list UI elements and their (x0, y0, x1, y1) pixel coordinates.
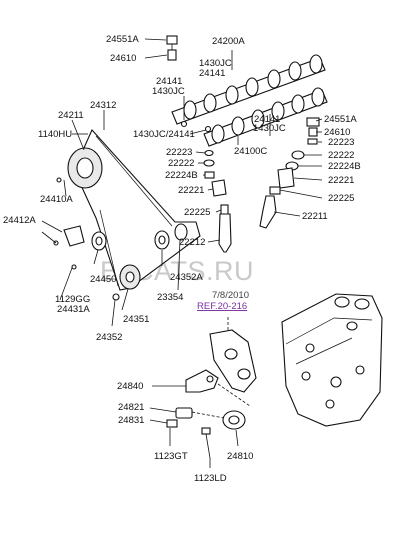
label-24810: 24810 (227, 451, 253, 462)
camshaft-intake (171, 54, 326, 125)
valve-parts-left (203, 149, 232, 253)
label-24610-top: 24610 (110, 53, 136, 64)
label-1430JC-a: 1430JC (199, 58, 232, 69)
leader-lines (41, 38, 323, 468)
label-22221-b: 22221 (328, 175, 354, 186)
tensioner-lever-24840 (185, 369, 219, 393)
label-1123LD: 1123LD (194, 473, 227, 484)
label-24410A: 24410A (40, 194, 73, 205)
label-1430JC-24141: 1430JC/24141 (133, 129, 195, 140)
label-1430JC-b: 1430JC (152, 86, 185, 97)
spacer-24821 (175, 407, 193, 419)
label-24351: 24351 (123, 314, 149, 325)
label-24200A: 24200A (212, 36, 245, 47)
assembly-line (217, 383, 251, 407)
label-24100C: 24100C (234, 146, 267, 157)
label-1430JC-c: 1430JC (253, 123, 286, 134)
cam-sprocket (67, 147, 103, 189)
engine-block (281, 293, 383, 427)
bolt-icon (71, 264, 77, 270)
label-1129GG: 1129GG (55, 294, 90, 305)
idler-pulley-24450 (91, 231, 107, 251)
label-24831: 24831 (118, 415, 144, 426)
label-24312: 24312 (90, 100, 116, 111)
idler-pulley-24352A (154, 230, 170, 250)
label-24412A: 24412A (3, 215, 36, 226)
label-23354: 23354 (157, 292, 183, 303)
bolt-1123LD (201, 427, 211, 459)
label-22222-b: 22222 (328, 150, 354, 161)
label-22211: 22211 (302, 211, 328, 222)
label-24450: 24450 (90, 274, 116, 285)
label-22224B-a: 22224B (165, 170, 198, 181)
label-22224B-b: 22224B (328, 161, 361, 172)
label-24840: 24840 (117, 381, 143, 392)
label-24352A: 24352A (170, 272, 203, 283)
date-stamp: 7/8/2010 (212, 290, 249, 301)
label-22223-b: 22223 (328, 137, 354, 148)
label-22223-a: 22223 (166, 147, 192, 158)
bolt-icon (204, 125, 212, 133)
label-24821: 24821 (118, 402, 144, 413)
label-24141-c: 24141 (254, 114, 280, 125)
tensioner-arm (63, 225, 85, 247)
crank-sprocket (119, 264, 141, 290)
pulley-24810 (222, 410, 246, 430)
label-24551A-right: 24551A (324, 114, 357, 125)
label-24211: 24211 (58, 110, 84, 121)
label-24141-b: 24141 (156, 76, 182, 87)
washer-icon (112, 293, 120, 301)
bolt-icon (180, 120, 188, 128)
label-24352: 24352 (96, 332, 122, 343)
label-22221-a: 22221 (178, 185, 204, 196)
label-22225-a: 22225 (184, 207, 210, 218)
bolt-icon (56, 177, 62, 183)
bolt-24831 (166, 419, 178, 428)
cam-sensor-top (166, 35, 178, 61)
part-labels: 24551A 24610 24200A 1430JC 24141 24141 1… (3, 34, 361, 484)
reference-link[interactable]: REF.20-216 (197, 301, 247, 312)
label-22222-a: 22222 (168, 158, 194, 169)
camshaft-exhaust (203, 87, 328, 147)
valve-parts-right (259, 138, 318, 229)
label-22212: 22212 (179, 237, 205, 248)
label-22225-b: 22225 (328, 193, 354, 204)
label-24431A: 24431A (57, 304, 90, 315)
assembly-line (191, 411, 225, 419)
label-24141-a: 24141 (199, 68, 225, 79)
tensioner-bracket (209, 329, 257, 393)
label-24610-right: 24610 (324, 127, 350, 138)
label-1140HU: 1140HU (38, 129, 72, 140)
label-1123GT: 1123GT (154, 451, 188, 462)
seal-23354 (174, 223, 188, 241)
label-24551A-top: 24551A (106, 34, 139, 45)
